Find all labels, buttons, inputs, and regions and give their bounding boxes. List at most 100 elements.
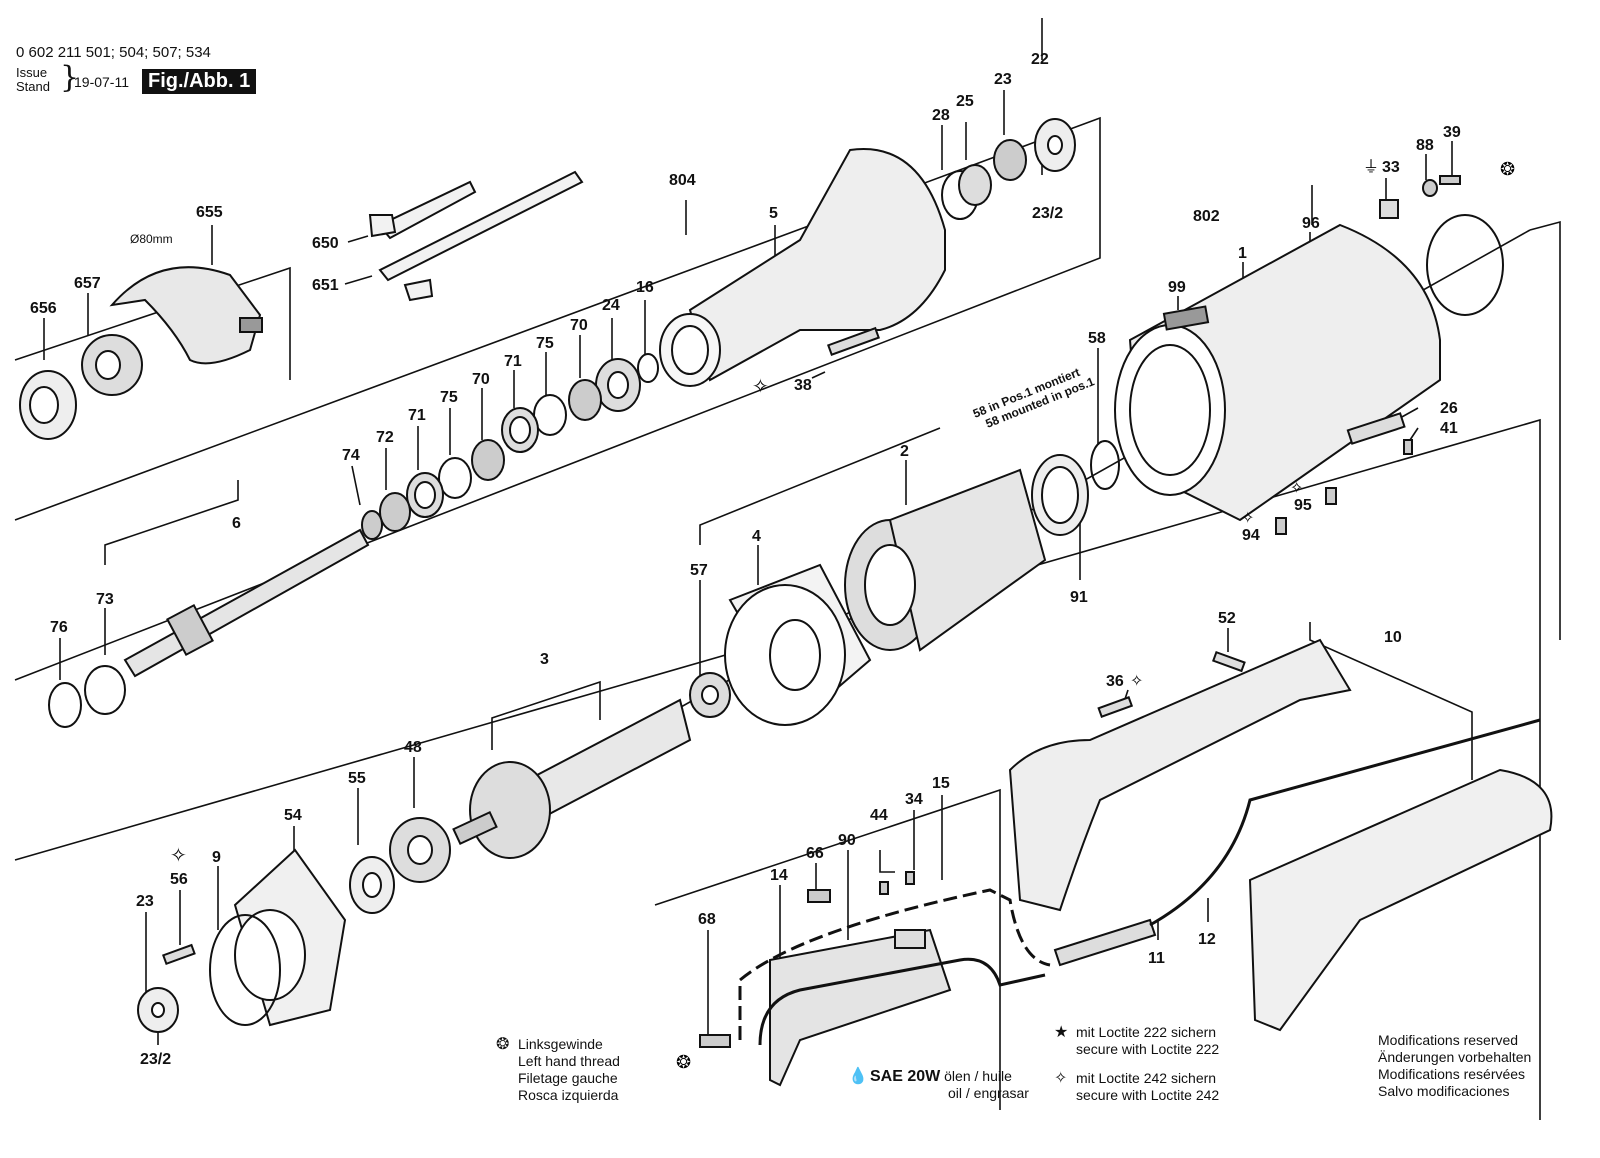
bracket-44 <box>879 850 895 873</box>
label-90: 90 <box>838 832 856 849</box>
legend-loctite222-de: mit Loctite 222 sichern <box>1076 1024 1217 1040</box>
part-57-bearing <box>689 672 731 718</box>
legend-loctite222: ★ mit Loctite 222 sichern secure with Lo… <box>1054 1024 1219 1058</box>
leader-38 <box>811 371 826 379</box>
label-28: 28 <box>932 107 950 124</box>
label-9: 9 <box>212 849 221 866</box>
label-651: 651 <box>312 277 339 294</box>
issue-label-de: Stand <box>16 79 50 94</box>
label-23a: 23 <box>994 71 1012 88</box>
label-96: 96 <box>1302 215 1320 232</box>
part-26-plate <box>1346 412 1406 445</box>
label-70b: 70 <box>472 371 490 388</box>
legend-loctite242-en: secure with Loctite 242 <box>1076 1087 1220 1103</box>
part-33-earth-clamp <box>1379 199 1399 219</box>
label-23b: 23 <box>136 893 154 910</box>
loctite242-icon: ✧ <box>1290 478 1303 497</box>
earth-ground-icon: ⏚ <box>1363 157 1379 176</box>
part-39-screw <box>1439 175 1461 185</box>
label-1: 1 <box>1238 245 1247 262</box>
part-70a-ring <box>568 379 602 421</box>
part-72-ring <box>379 492 411 532</box>
leader-74 <box>351 465 361 506</box>
label-91: 91 <box>1070 589 1088 606</box>
legend-thread-en: Left hand thread <box>518 1053 620 1069</box>
label-dia80: Ø80mm <box>130 232 173 246</box>
part-56-screw <box>162 943 196 966</box>
label-70a: 70 <box>570 317 588 334</box>
part-94-screw <box>1275 517 1287 535</box>
part-88-washer <box>1422 179 1438 197</box>
label-76: 76 <box>50 619 68 636</box>
part-655-guard <box>109 266 263 365</box>
label-88: 88 <box>1416 137 1434 154</box>
part-76-ring <box>48 682 82 728</box>
label-71b: 71 <box>408 407 426 424</box>
wiring <box>738 888 1051 1046</box>
issue-label-en: Issue <box>16 65 48 80</box>
label-58: 58 <box>1088 330 1106 347</box>
label-4: 4 <box>752 528 761 545</box>
part-11-cable-guard <box>1053 918 1157 967</box>
part-34-screw <box>905 871 915 885</box>
label-655: 655 <box>196 204 223 221</box>
label-650: 650 <box>312 235 339 252</box>
frame-spindle-group <box>14 116 1101 681</box>
legend-left-hand-thread: ❂ Linksgewinde Left hand thread Filetage… <box>496 1036 620 1104</box>
part-52-screw <box>1212 650 1246 673</box>
part-23a-shaft-piece <box>993 139 1027 181</box>
part-73-ring <box>84 665 126 715</box>
label-656: 656 <box>30 300 57 317</box>
part-1-motor-housing <box>1114 223 1441 522</box>
label-34: 34 <box>905 791 923 808</box>
label-38: 38 <box>794 377 812 394</box>
label-2: 2 <box>900 443 909 460</box>
mods-fr: Modifications resérvées <box>1378 1066 1526 1082</box>
label-14: 14 <box>770 867 788 884</box>
legend-oil: 💧 SAE 20W ölen / huile oil / engrasar <box>848 1068 1029 1102</box>
part-15-interference-suppressor <box>894 929 926 949</box>
mods-es: Salvo modificaciones <box>1378 1083 1510 1099</box>
part-58-o-ring <box>1090 440 1120 490</box>
modifications-reserved: Modifications reserved Änderungen vorbeh… <box>1378 1032 1531 1100</box>
left-thread-icon: ❂ <box>676 1052 691 1073</box>
label-55: 55 <box>348 770 366 787</box>
label-52: 52 <box>1218 610 1236 627</box>
part-68-cable-clamp <box>699 1034 731 1048</box>
label-804: 804 <box>669 172 696 189</box>
mods-de: Änderungen vorbehalten <box>1378 1049 1532 1065</box>
legend-loctite242-de: mit Loctite 242 sichern <box>1076 1070 1217 1086</box>
label-6: 6 <box>232 515 241 532</box>
part-48-bearing-flange <box>389 817 451 883</box>
label-56: 56 <box>170 871 188 888</box>
label-802: 802 <box>1193 208 1220 225</box>
part-651-wrench <box>378 170 584 302</box>
part-16-retaining-ring <box>637 353 659 383</box>
label-66: 66 <box>806 845 824 862</box>
label-48: 48 <box>404 739 422 756</box>
label-73: 73 <box>96 591 114 608</box>
label-75a: 75 <box>536 335 554 352</box>
label-57: 57 <box>690 562 708 579</box>
part-6-spindle <box>123 528 370 678</box>
part-41-screw <box>1403 439 1413 455</box>
label-25: 25 <box>956 93 974 110</box>
label-95: 95 <box>1294 497 1312 514</box>
label-232b: 23/2 <box>140 1051 171 1068</box>
label-10: 10 <box>1384 629 1402 646</box>
part-91-ring <box>1031 454 1089 536</box>
label-72: 72 <box>376 429 394 446</box>
loctite242-icon: ✧ <box>1054 1070 1068 1087</box>
bracket-3 <box>491 680 601 750</box>
label-94: 94 <box>1242 527 1260 544</box>
legend-thread-de: Linksgewinde <box>518 1036 603 1052</box>
part-38-screw <box>827 326 880 356</box>
label-3: 3 <box>540 651 549 668</box>
part-2-field <box>844 468 1047 652</box>
bracket-6 <box>104 480 239 565</box>
label-41: 41 <box>1440 420 1458 437</box>
mods-en: Modifications reserved <box>1378 1032 1519 1048</box>
legend-oil-line2: oil / engrasar <box>948 1085 1029 1101</box>
part-9-o-ring <box>209 914 281 1026</box>
part-657-collet <box>81 334 143 396</box>
